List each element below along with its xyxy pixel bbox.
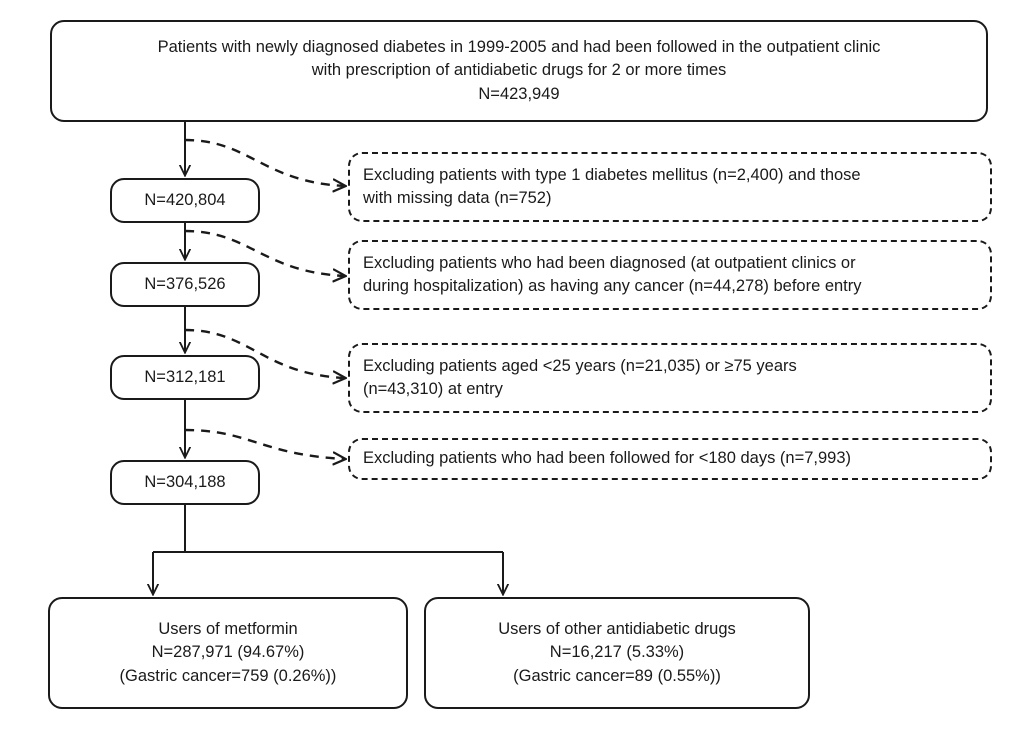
count-label-2: N=376,526 xyxy=(144,274,226,293)
exclusion-box-2: Excluding patients who had been diagnose… xyxy=(348,240,992,310)
count-box-2: N=376,526 xyxy=(110,262,260,307)
exclusion-box-1: Excluding patients with type 1 diabetes … xyxy=(348,152,992,222)
outcome-metformin-line-1: Users of metformin xyxy=(158,619,298,638)
outcome-box-metformin: Users of metformin N=287,971 (94.67%) (G… xyxy=(48,597,408,709)
exclusion-2-line-1: Excluding patients who had been diagnose… xyxy=(363,253,856,272)
exclusion-box-4: Excluding patients who had been followed… xyxy=(348,438,992,480)
count-label-1: N=420,804 xyxy=(144,190,226,209)
cohort-definition-box: Patients with newly diagnosed diabetes i… xyxy=(50,20,988,122)
count-label-3: N=312,181 xyxy=(144,367,226,386)
outcome-other-line-3: (Gastric cancer=89 (0.55%)) xyxy=(513,666,721,685)
count-label-4: N=304,188 xyxy=(144,472,226,491)
outcome-metformin-line-2: N=287,971 (94.67%) xyxy=(151,643,305,662)
outcome-metformin-line-3: (Gastric cancer=759 (0.26%)) xyxy=(119,666,337,685)
connector-exclusion-4 xyxy=(184,428,345,459)
cohort-line-3: N=423,949 xyxy=(478,84,560,103)
exclusion-1-line-2: with missing data (n=752) xyxy=(363,189,552,207)
outcome-other-line-1: Users of other antidiabetic drugs xyxy=(498,619,736,638)
count-box-3: N=312,181 xyxy=(110,355,260,400)
exclusion-4-line-1: Excluding patients who had been followed… xyxy=(363,449,851,468)
exclusion-1-line-1: Excluding patients with type 1 diabetes … xyxy=(363,165,861,184)
exclusion-2-line-2: during hospitalization) as having any ca… xyxy=(363,277,862,295)
count-box-4: N=304,188 xyxy=(110,460,260,505)
outcome-box-other-drugs: Users of other antidiabetic drugs N=16,2… xyxy=(424,597,810,709)
outcome-other-line-2: N=16,217 (5.33%) xyxy=(549,643,685,662)
cohort-line-2: with prescription of antidiabetic drugs … xyxy=(311,61,727,80)
count-box-1: N=420,804 xyxy=(110,178,260,223)
exclusion-box-3: Excluding patients aged <25 years (n=21,… xyxy=(348,343,992,413)
exclusion-3-line-2: (n=43,310) at entry xyxy=(363,380,503,398)
exclusion-3-line-1: Excluding patients aged <25 years (n=21,… xyxy=(363,356,797,375)
cohort-line-1: Patients with newly diagnosed diabetes i… xyxy=(157,37,881,56)
